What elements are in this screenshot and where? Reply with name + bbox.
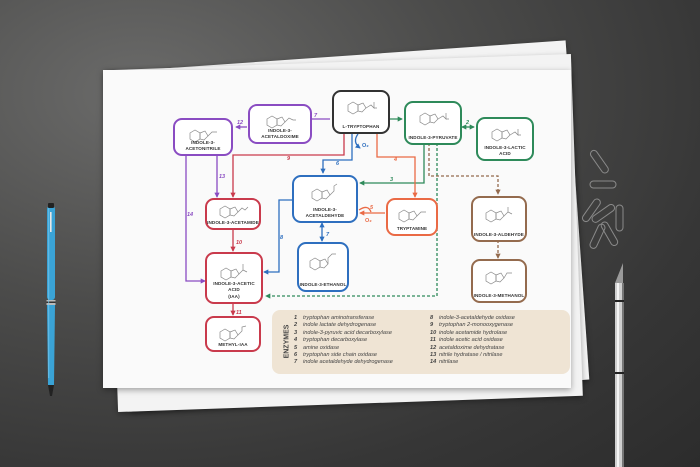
molecule-structure-icon [419, 112, 449, 126]
o2-label-2: O₂ [365, 218, 372, 224]
craft-knife-icon [615, 263, 624, 467]
edge-label-7: 7 [326, 232, 330, 238]
molecule-structure-icon [220, 264, 248, 281]
edge-label-13: 13 [219, 174, 225, 180]
node-label: INDOLE-3-ACETALDEHYDE [305, 207, 345, 218]
edge-label-7b: 7 [314, 113, 318, 119]
node-label: INDOLE-3-PYRUVATE [408, 134, 458, 140]
molecule-structure-icon [219, 205, 249, 219]
node-indole-3-acetamide: INDOLE-3-ACETAMIDE [205, 198, 261, 230]
node-indole-3-acetaldoxime: INDOLE-3-ACETALDOXIME [248, 104, 312, 144]
node-label: INDOLE-3-ACETONITRILE [185, 140, 221, 151]
node-indole-3-lactic-acid: INDOLE-3-LACTIC ACID [476, 117, 534, 161]
molecule-structure-icon [266, 115, 296, 129]
edge-label-6: 6 [336, 161, 340, 167]
node-indole-3-acetaldehyde: INDOLE-3-ACETALDEHYDE [292, 175, 358, 223]
edge-label-14: 14 [187, 212, 193, 218]
molecule-structure-icon [219, 325, 247, 342]
molecule-structure-icon [311, 183, 338, 202]
node-label-abbr: (IAA) [228, 293, 240, 299]
molecule-structure-icon [485, 271, 512, 285]
node-label: INDOLE-3-METHANOL [473, 292, 525, 298]
edge-label-4: 4 [393, 157, 397, 163]
edge-label-11: 11 [236, 310, 242, 316]
node-indole-3-pyruvate: INDOLE-3-PYRUVATE [404, 101, 462, 145]
node-tryptamine: TRYPTAMINE [386, 198, 438, 236]
molecule-structure-icon [309, 253, 336, 271]
node-label: L-TRYPTOPHAN [342, 123, 380, 129]
node-indole-3-methanol: INDOLE-3-METHANOL [471, 259, 527, 303]
molecule-structure-icon [485, 207, 513, 223]
paper-clips-icon [581, 149, 624, 249]
node-label: TRYPTAMINE [396, 225, 428, 231]
edge-label-9: 9 [287, 156, 291, 162]
node-label: INDOLE-3-ETHANOL [299, 281, 347, 287]
edge-label-2: 2 [465, 120, 469, 126]
node-label: INDOLE-3-LACTIC ACID [484, 145, 526, 156]
node-label: INDOLE-3-ACETAMIDE [207, 219, 259, 225]
edge-label-10: 10 [236, 240, 242, 246]
blue-pen-icon [46, 203, 56, 396]
edge-label-3: 3 [390, 177, 393, 183]
node-label: METHYL-IAA [218, 341, 248, 347]
o2-label-1: O₂ [362, 143, 369, 149]
molecule-structure-icon [491, 128, 521, 142]
node-indole-3-acetic-acid: INDOLE-3-ACETIC ACID (IAA) [205, 252, 263, 304]
molecule-structure-icon [189, 129, 217, 143]
edge-label-5: 5 [370, 205, 374, 211]
node-methyl-iaa: METHYL-IAA [205, 316, 261, 352]
node-indole-3-ethanol: INDOLE-3-ETHANOL [297, 242, 349, 292]
node-indole-3-acetonitrile: INDOLE-3-ACETONITRILE [173, 118, 233, 156]
legend-title: ENZYMES [283, 324, 291, 359]
molecule-structure-icon [398, 209, 426, 223]
node-l-tryptophan: L-TRYPTOPHAN [332, 90, 390, 134]
node-label: INDOLE-3-ACETIC ACID [213, 281, 255, 292]
node-indole-3-aldehyde: INDOLE-3-ALDEHYDE [471, 196, 527, 242]
edge-label-12: 12 [237, 120, 243, 126]
edge-label-8: 8 [280, 235, 284, 241]
molecule-structure-icon [347, 101, 377, 115]
node-label: INDOLE-3-ALDEHYDE [474, 231, 524, 237]
node-label: INDOLE-3-ACETALDOXIME [261, 128, 299, 139]
